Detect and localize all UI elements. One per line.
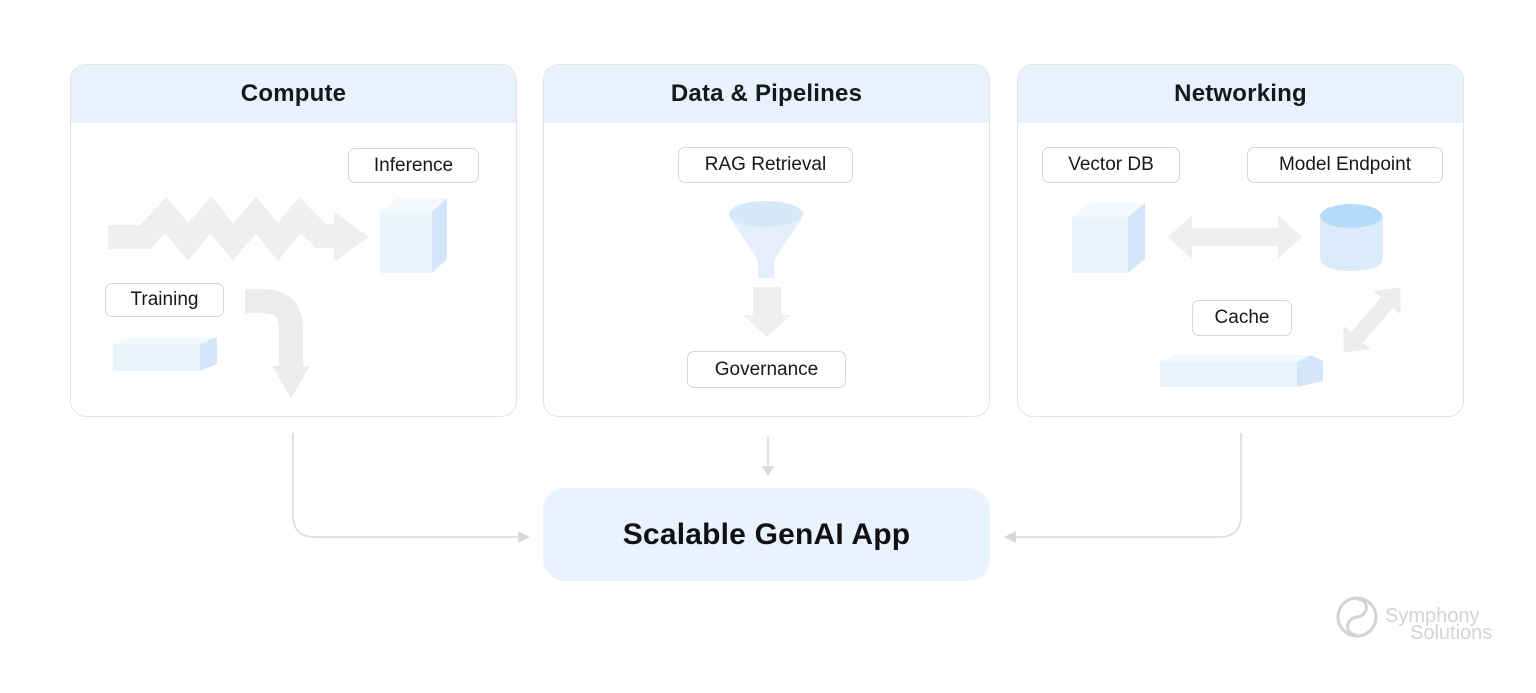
panel-compute-title: Compute [240,80,347,107]
panel-data-pipelines-header: Data & Pipelines [544,65,989,123]
logo-text-line2: Solutions [1410,622,1492,644]
training-label: Training [105,283,224,317]
scalable-genai-app-label: Scalable GenAI App [622,517,911,551]
panel-networking-header: Networking [1018,65,1463,123]
vector-db-cube-icon [1072,203,1145,273]
vector-db-label: Vector DB [1042,147,1180,183]
cache-bar-icon [1160,355,1323,387]
zigzag-arrow-icon [108,196,369,262]
model-endpoint-cylinder-icon [1320,204,1383,271]
inference-label: Inference [348,148,479,183]
connector-networking-to-app [1004,433,1242,543]
model-endpoint-label: Model Endpoint [1247,147,1443,183]
scalable-genai-app-box: Scalable GenAI App [543,488,990,581]
rag-retrieval-label: RAG Retrieval [678,147,853,183]
block-down-arrow-icon [743,287,791,337]
panel-networking-title: Networking [1174,80,1307,107]
curved-down-arrow-icon [245,289,310,398]
cache-label: Cache [1192,300,1292,336]
panel-data-pipelines-title: Data & Pipelines [670,80,863,107]
panel-compute-header: Compute [71,65,516,123]
double-arrow-diagonal-icon [1343,287,1401,353]
double-arrow-horizontal-icon [1168,215,1302,259]
symphony-solutions-logo: Symphony Solutions [1336,596,1492,644]
funnel-icon [729,201,803,278]
logo-text-line1: Symphony [1385,605,1480,627]
symphony-logo-icon [1336,596,1378,638]
inference-cube-icon [380,198,447,273]
governance-label: Governance [687,351,846,388]
connector-pipelines-to-app [762,437,774,476]
connector-compute-to-app [292,433,530,543]
training-bar-icon [113,337,217,371]
